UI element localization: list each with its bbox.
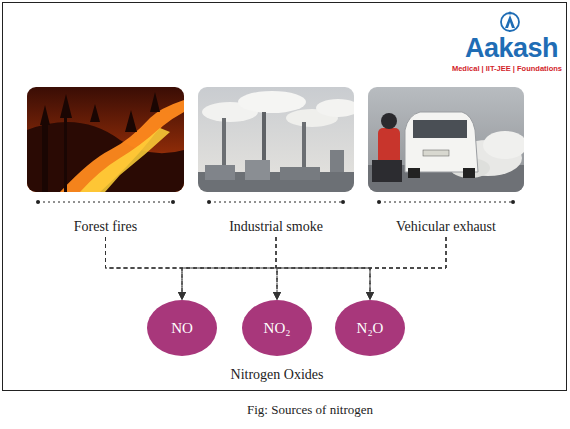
group-label: Nitrogen Oxides [231,367,324,383]
oxide-circle: NO₂ [242,300,312,356]
oxide-formula: N₂O [357,320,384,337]
logo-tagline: Medical | IIT-JEE | Foundations [452,64,562,73]
source-caption: Vehicular exhaust [394,218,498,235]
oxide-formula: NO [171,320,193,337]
source-photo: Industrial smoke [198,87,354,235]
source-photo: Vehicular exhaust [368,87,524,235]
dashed-connector [182,237,446,299]
source-caption: Forest fires [72,218,139,235]
oxide-formula: NO₂ [264,320,291,337]
source-caption: Industrial smoke [227,218,325,235]
oxide-circle: NO [147,300,217,356]
vehicle-exhaust-photo [368,87,524,192]
oxide-circle: N₂O [335,300,405,356]
logo-icon [501,11,519,31]
figure-caption: Fig: Sources of nitrogen [247,402,373,418]
dashed-connector [370,237,446,299]
logo-wordmark: Aakash [465,33,558,64]
forest-fire-photo [27,87,184,192]
source-photo: Forest fires [27,87,184,235]
dashed-connector [277,237,446,299]
bracket-dot [36,200,515,204]
industrial-smoke-photo [198,87,354,192]
dotted-bracket [38,202,513,203]
